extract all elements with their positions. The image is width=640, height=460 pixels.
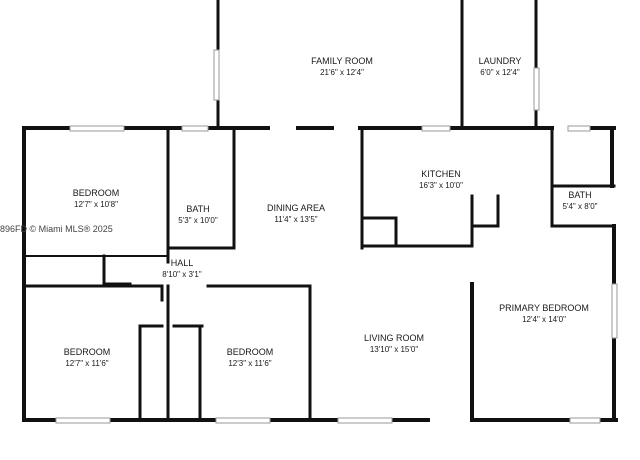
room-dimensions: 21'6" x 12'4": [320, 68, 364, 77]
room-dimensions: 12'4" x 14'0": [522, 315, 566, 324]
window: [337, 417, 393, 424]
windows: [55, 49, 618, 424]
window: [567, 125, 591, 132]
room-name: LAUNDRY: [478, 56, 522, 66]
watermark: 896FD © Miami MLS® 2025: [0, 224, 113, 234]
room-dimensions: 12'3" x 11'6": [228, 359, 272, 368]
room-dimensions: 6'0" x 12'4": [480, 68, 520, 77]
room-name: BATH: [186, 204, 210, 214]
window: [569, 417, 601, 424]
room-bath-mid: BATH 5'3" x 10'0": [178, 204, 217, 226]
window: [181, 125, 209, 132]
window: [421, 125, 451, 132]
room-laundry: LAUNDRY 6'0" x 12'4": [479, 56, 522, 78]
room-name: LIVING ROOM: [363, 333, 425, 343]
window: [69, 125, 125, 132]
walls: [22, 0, 618, 422]
room-hall: HALL 8'10" x 3'1": [162, 258, 201, 280]
room-bedroom-top: BEDROOM 12'7" x 10'8": [73, 188, 120, 210]
room-name: BEDROOM: [72, 188, 120, 198]
room-dimensions: 5'4" x 8'0": [562, 202, 598, 211]
room-family-room: FAMILY ROOM 21'6" x 12'4": [311, 56, 373, 78]
room-living-room: LIVING ROOM 13'10" x 15'0": [364, 333, 424, 355]
room-dimensions: 8'10" x 3'1": [162, 270, 202, 279]
room-bedroom-bottom-middle: BEDROOM 12'3" x 11'6": [227, 347, 274, 369]
room-name: PRIMARY BEDROOM: [499, 303, 589, 313]
window: [213, 49, 220, 101]
room-name: DINING AREA: [266, 203, 326, 213]
window: [533, 67, 540, 111]
room-dimensions: 13'10" x 15'0": [369, 345, 419, 354]
room-name: FAMILY ROOM: [311, 56, 373, 66]
room-dining-area: DINING AREA 11'4" x 13'5": [267, 203, 325, 225]
window: [55, 417, 111, 424]
room-primary-bedroom: PRIMARY BEDROOM 12'4" x 14'0": [499, 303, 589, 325]
room-kitchen: KITCHEN 16'3" x 10'0": [419, 169, 463, 191]
room-name: KITCHEN: [421, 169, 461, 179]
window: [611, 283, 618, 339]
room-bath-right: BATH 5'4" x 8'0": [563, 190, 598, 212]
room-dimensions: 11'4" x 13'5": [274, 215, 318, 224]
window: [215, 417, 271, 424]
room-dimensions: 16'3" x 10'0": [419, 181, 463, 190]
room-name: HALL: [170, 258, 194, 268]
room-dimensions: 12'7" x 11'6": [65, 359, 109, 368]
room-dimensions: 12'7" x 10'8": [74, 200, 118, 209]
room-bedroom-bottom-left: BEDROOM 12'7" x 11'6": [64, 347, 111, 369]
room-name: BEDROOM: [63, 347, 111, 357]
room-name: BEDROOM: [226, 347, 274, 357]
room-dimensions: 5'3" x 10'0": [178, 216, 218, 225]
room-name: BATH: [568, 190, 592, 200]
